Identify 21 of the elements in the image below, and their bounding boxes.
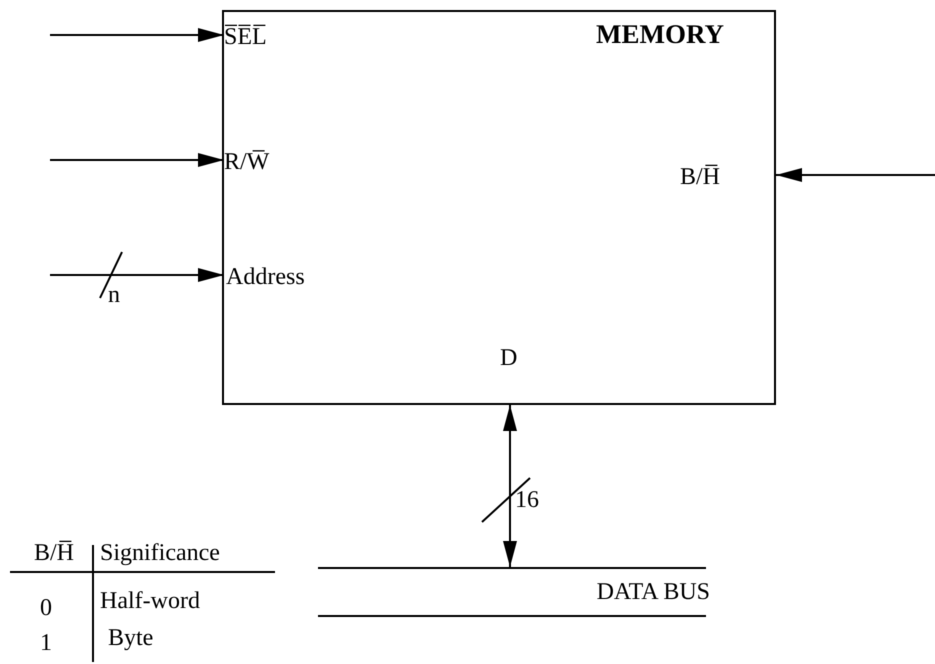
- pin-label: D: [500, 345, 518, 372]
- block-title: MEMORY: [596, 20, 724, 50]
- arrow: [50, 153, 224, 167]
- table-cell: Byte: [108, 625, 154, 652]
- table-cell: 1: [40, 630, 52, 656]
- edge-label: n: [108, 282, 120, 308]
- table-cell: 0: [40, 595, 52, 622]
- table-cell: B/H̅: [34, 540, 74, 566]
- pin-label: B/H̅: [680, 164, 720, 190]
- arrow: [776, 168, 935, 182]
- edge-label: 16: [515, 487, 539, 514]
- arrow: [50, 268, 224, 282]
- bus-label: DATA BUS: [596, 579, 710, 606]
- arrow: [503, 405, 517, 567]
- memory-block: [222, 10, 776, 405]
- pin-label: S̅E̅L̅: [224, 24, 267, 50]
- table-cell: Half-word: [100, 588, 200, 614]
- table-cell: Significance: [100, 540, 220, 566]
- pin-label: Address: [226, 264, 305, 290]
- arrow: [50, 28, 224, 42]
- pin-label: R/W̅: [224, 149, 270, 176]
